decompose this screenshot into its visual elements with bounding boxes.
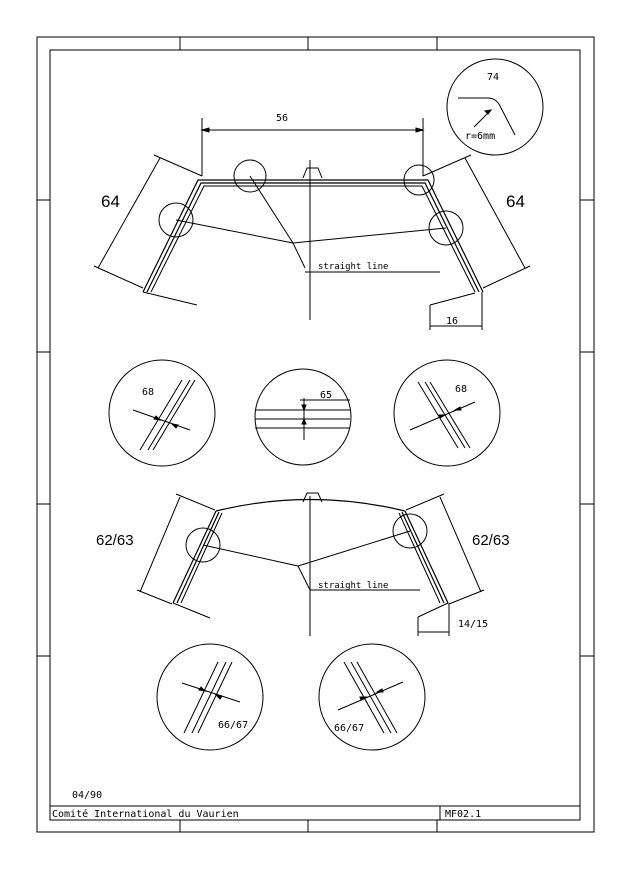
section-middle-label: 65 [320,390,332,401]
right-side-dimension: 64 [506,192,525,211]
title-block: 04/90 Comité International du Vaurien MF… [50,790,580,820]
section-left-label: 68 [142,387,154,398]
bottom-left-label: 66/67 [218,720,248,731]
section-circle-left: 68 [108,359,216,467]
section-circle-right: 68 [393,359,501,467]
bottom-profile: 62/63 62/63 straight line 14/15 [96,492,510,636]
width-dimension: 56 [276,113,288,124]
straight-line-note-top: straight line [318,262,388,272]
left-side-dimension-bottom: 62/63 [96,532,134,549]
radius-detail: 74 r=6mm [446,58,544,156]
left-side-dimension: 64 [101,192,120,211]
top-profile: 56 64 64 straight line [93,113,531,330]
drawing-date: 04/90 [72,790,102,801]
organization-name: Comité International du Vaurien [52,808,239,820]
detail-angle-label: 74 [487,72,499,83]
drawing-code: MF02.1 [445,809,481,820]
sheet-frame [36,36,595,833]
offset-dimension-bottom: 14/15 [458,619,488,630]
section-circle-middle: 65 [254,368,352,466]
bottom-right-label: 66/67 [334,723,364,734]
section-circle-bottom-right: 66/67 [318,643,426,751]
right-side-dimension-bottom: 62/63 [472,532,510,549]
section-circle-bottom-left: 66/67 [156,643,264,751]
detail-radius-label: r=6mm [465,131,495,142]
straight-line-note-bottom: straight line [318,581,388,591]
offset-dimension-top: 16 [446,316,458,327]
section-right-label: 68 [455,384,467,395]
